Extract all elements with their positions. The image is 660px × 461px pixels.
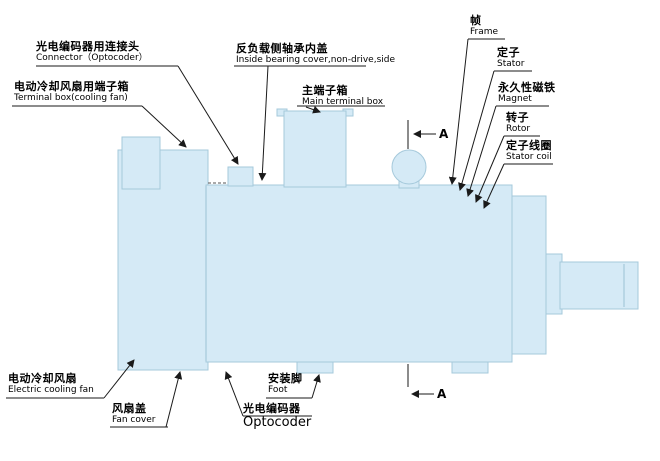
label-frame-zh: 帧	[470, 14, 482, 27]
leader-stator	[458, 70, 495, 191]
label-stator: 定子 Stator	[497, 46, 525, 70]
leader-inside-bearing-cover	[258, 65, 269, 181]
label-inside-bearing-cover: 反负载侧轴承内盖 Inside bearing cover,non-drive,…	[236, 42, 395, 66]
label-fan-cover: 风扇盖 Fan cover	[112, 402, 155, 426]
motor-frame-shape	[205, 184, 513, 363]
label-main-terminal-box-zh: 主端子箱	[302, 84, 348, 97]
label-stator-zh: 定子	[497, 46, 520, 59]
label-fan-cover-en: Fan cover	[112, 415, 156, 426]
label-stator-coil-zh: 定子线圈	[506, 139, 552, 152]
leader-foot	[311, 374, 321, 399]
leader-magnet	[466, 105, 497, 197]
label-optocoder-en: Optocoder	[243, 415, 312, 431]
label-electric-cooling-fan-en: Electric cooling fan	[8, 385, 94, 396]
leader-frame	[448, 38, 469, 185]
leader-optocoder	[224, 371, 244, 417]
leader-terminal-box-cooling-fan	[141, 105, 187, 148]
motor-body-group	[117, 108, 639, 374]
label-frame-en: Frame	[470, 27, 499, 38]
label-electric-cooling-fan: 电动冷却风扇 Electric cooling fan	[8, 372, 94, 396]
leader-connector	[177, 65, 239, 165]
label-inside-bearing-cover-en: Inside bearing cover,non-drive,side	[236, 55, 396, 66]
label-underlines	[6, 38, 553, 428]
label-terminal-box-cooling-fan: 电动冷却风扇用端子箱 Terminal box(cooling fan)	[14, 80, 129, 104]
leader-stator-coil	[483, 163, 505, 209]
label-fan-cover-zh: 风扇盖	[112, 402, 147, 415]
leader-fan-cover	[165, 371, 183, 428]
label-main-terminal-box-en: Main terminal box	[302, 97, 384, 108]
label-foot-zh: 安装脚	[268, 372, 303, 385]
leader-electric-cooling-fan	[103, 359, 135, 399]
optocoder-connector-shape	[227, 166, 254, 187]
label-electric-cooling-fan-zh: 电动冷却风扇	[8, 372, 77, 385]
leader-main-terminal-box	[305, 105, 321, 114]
label-connector-zh: 光电编码器用连接头	[36, 40, 140, 53]
section-markers	[407, 120, 436, 398]
leader-lines	[103, 38, 505, 428]
mounting-foot-right-shape	[451, 361, 489, 374]
drive-end-flange-shape	[511, 195, 547, 355]
label-connector-en: Connector（Optocoder）	[36, 53, 148, 64]
label-inside-bearing-cover-zh: 反负载侧轴承内盖	[236, 42, 328, 55]
label-foot-en: Foot	[268, 385, 288, 396]
section-label-a-top: A	[439, 127, 449, 141]
main-terminal-box-shape	[283, 110, 347, 188]
label-terminal-box-cooling-fan-en: Terminal box(cooling fan)	[14, 93, 128, 104]
label-stator-coil-en: Stator coil	[506, 152, 552, 163]
label-optocoder: 光电编码器 Optocoder	[243, 402, 311, 431]
label-rotor-en: Rotor	[506, 124, 531, 135]
label-foot: 安装脚 Foot	[268, 372, 303, 396]
leader-rotor	[475, 135, 505, 203]
section-label-a-bottom: A	[437, 387, 447, 401]
label-stator-coil: 定子线圈 Stator coil	[506, 139, 552, 163]
shaft-shape	[559, 261, 639, 310]
cooling-fan-terminal-box-shape	[121, 136, 161, 190]
label-magnet-zh: 永久性磁铁	[498, 81, 556, 94]
label-frame: 帧 Frame	[470, 14, 498, 38]
label-magnet-en: Magnet	[498, 94, 532, 105]
eyebolt-dome-shape	[391, 149, 427, 185]
label-terminal-box-cooling-fan-zh: 电动冷却风扇用端子箱	[14, 80, 129, 93]
mounting-foot-left-shape	[296, 361, 334, 374]
label-rotor-zh: 转子	[506, 111, 529, 124]
label-stator-en: Stator	[497, 59, 525, 70]
label-connector: 光电编码器用连接头 Connector（Optocoder）	[36, 40, 148, 64]
label-rotor: 转子 Rotor	[506, 111, 530, 135]
label-main-terminal-box: 主端子箱 Main terminal box	[302, 84, 383, 108]
label-optocoder-zh: 光电编码器	[243, 402, 301, 415]
label-magnet: 永久性磁铁 Magnet	[498, 81, 556, 105]
